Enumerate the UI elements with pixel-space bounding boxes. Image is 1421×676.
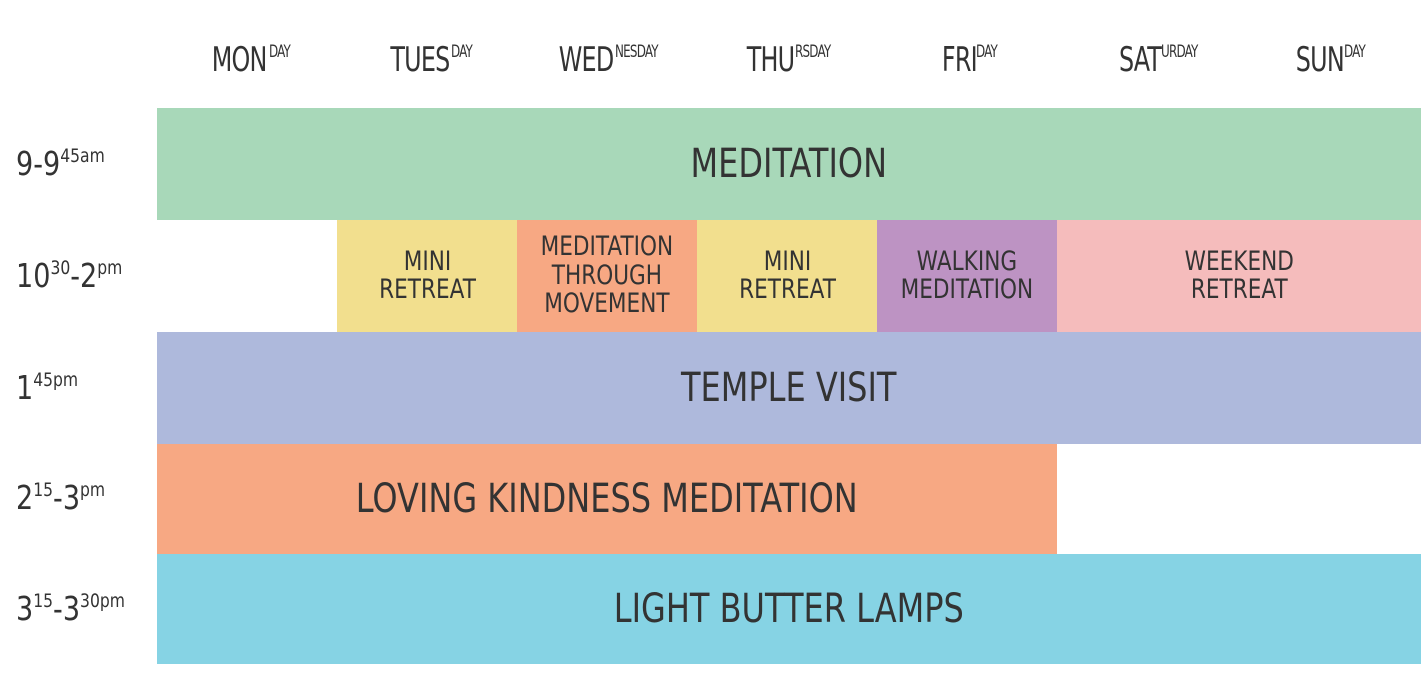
event-mini-retreat-tuesday[interactable]: MINI RETREAT — [337, 220, 517, 332]
event-label: WEEKEND RETREAT — [1184, 245, 1294, 305]
day-header-main: SAT — [1118, 40, 1162, 80]
event-meditation[interactable]: MEDITATION — [157, 108, 1421, 220]
event-weekend-retreat[interactable]: WEEKEND RETREAT — [1057, 220, 1421, 332]
day-header-suffix: DAY — [1344, 42, 1366, 62]
event-light-butter-lamps[interactable]: LIGHT BUTTER LAMPS — [157, 554, 1421, 664]
time-main: -3 — [53, 477, 81, 517]
time-label-row-5: 315-330pm — [16, 553, 156, 663]
day-header-suffix: DAY — [268, 42, 291, 62]
time-main: 10 — [16, 255, 51, 295]
time-label-text: 9-945am — [16, 144, 105, 183]
day-header-main: WED — [558, 40, 613, 80]
event-label: MEDITATION — [690, 141, 888, 187]
day-header-suffix: NESDAY — [614, 42, 659, 62]
time-main: 2 — [16, 477, 34, 517]
time-label-text: 145pm — [16, 368, 78, 407]
event-label: WALKING MEDITATION — [900, 245, 1034, 305]
event-label: LIGHT BUTTER LAMPS — [613, 586, 965, 632]
day-header-suffix: URDAY — [1160, 42, 1198, 62]
event-mini-retreat-thursday[interactable]: MINI RETREAT — [697, 220, 877, 332]
time-superscript: 45pm — [33, 368, 79, 391]
time-label-row-4: 215-3pm — [16, 442, 156, 552]
event-label: LOVING KINDNESS MEDITATION — [355, 476, 858, 522]
time-superscript: 15 — [33, 589, 54, 612]
event-walking-meditation[interactable]: WALKING MEDITATION — [877, 220, 1057, 332]
time-label-row-3: 145pm — [16, 332, 156, 442]
day-header-main: TUES — [389, 40, 450, 80]
empty-slot-monday — [157, 220, 337, 332]
empty-slot-weekend — [1057, 444, 1421, 554]
day-header-main: FRI — [942, 40, 978, 80]
time-main: 9-9 — [16, 143, 61, 183]
time-main: -2 — [70, 255, 98, 295]
event-meditation-through-movement[interactable]: MEDITATION THROUGH MOVEMENT — [517, 220, 697, 332]
day-header-suffix: RSDAY — [794, 42, 831, 62]
day-header-main: SUN — [1295, 40, 1344, 80]
event-label: MEDITATION THROUGH MOVEMENT — [540, 231, 674, 320]
time-superscript: pm — [80, 478, 106, 501]
time-superscript: 30 — [50, 256, 71, 279]
event-loving-kindness-meditation[interactable]: LOVING KINDNESS MEDITATION — [157, 444, 1057, 554]
time-label-row-2: 1030-2pm — [16, 220, 156, 330]
event-label: TEMPLE VISIT — [681, 365, 897, 411]
time-label-text: 215-3pm — [16, 478, 105, 517]
time-superscript: pm — [97, 256, 123, 279]
time-label-text: 315-330pm — [16, 589, 125, 628]
time-label-row-1: 9-945am — [16, 108, 156, 218]
event-label: MINI RETREAT — [378, 245, 476, 305]
day-header-suffix: DAY — [975, 42, 998, 62]
time-label-text: 1030-2pm — [16, 256, 122, 295]
event-temple-visit[interactable]: TEMPLE VISIT — [157, 332, 1421, 444]
time-superscript: 30pm — [80, 589, 125, 612]
day-header-main: MON — [212, 40, 268, 80]
time-superscript: 45am — [60, 144, 105, 167]
time-main: 1 — [16, 367, 34, 407]
day-header-suffix: DAY — [451, 42, 473, 62]
time-superscript: 15 — [33, 478, 54, 501]
time-main: -3 — [53, 588, 81, 628]
event-label: MINI RETREAT — [738, 245, 836, 305]
day-header-main: THU — [746, 40, 795, 80]
time-main: 3 — [16, 588, 34, 628]
